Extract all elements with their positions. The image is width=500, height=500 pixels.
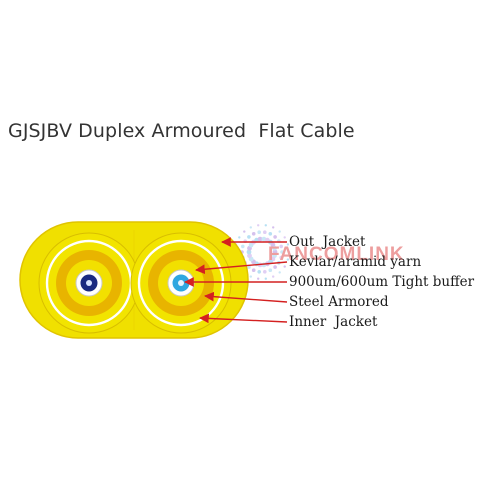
burst-dot xyxy=(246,249,252,255)
burst-dot xyxy=(241,244,245,249)
burst-dot xyxy=(278,230,281,233)
burst-dot xyxy=(249,275,252,278)
burst-dot xyxy=(257,224,260,227)
arrow-inner-jacket xyxy=(199,313,288,324)
burst-dot xyxy=(283,236,286,239)
burst-dot xyxy=(279,255,284,260)
burst-dot xyxy=(278,271,281,274)
callout-out-jacket: Out Jacket xyxy=(289,234,366,250)
burst-dot xyxy=(272,226,275,229)
callout-tight-buffer: 900um/600um Tight buffer xyxy=(289,274,475,290)
burst-dot xyxy=(264,277,267,280)
burst-dot xyxy=(268,268,273,273)
fiber-glass-right xyxy=(178,280,184,286)
arrow-steel-armored xyxy=(204,291,288,303)
burst-dot xyxy=(257,236,263,242)
burst-dot xyxy=(251,268,256,273)
burst-dot xyxy=(272,245,277,251)
burst-dot xyxy=(286,258,290,261)
burst-dot xyxy=(280,250,284,254)
burst-dot xyxy=(257,277,260,280)
fiber-unit-right xyxy=(130,232,232,334)
callout-steel-armored: Steel Armored xyxy=(289,294,389,310)
burst-dot xyxy=(249,226,252,229)
page-title: GJSJBV Duplex Armoured Flat Cable xyxy=(8,120,355,142)
fiber-unit-left xyxy=(38,232,140,334)
burst-dot xyxy=(279,244,284,249)
callout-inner-jacket: Inner Jacket xyxy=(289,314,378,330)
burst-dot xyxy=(251,232,256,236)
burst-dot xyxy=(273,265,277,269)
fiber-glass-left xyxy=(86,280,92,286)
watermark-text: FANCOMLINK xyxy=(268,244,405,265)
watermark-logo: FANCOMLINK xyxy=(233,224,405,280)
burst-dot xyxy=(283,265,286,268)
burst-dot xyxy=(272,275,275,278)
burst-dot xyxy=(247,253,252,259)
burst-dot xyxy=(286,243,290,246)
burst-dot xyxy=(272,249,278,255)
burst-dot xyxy=(247,265,251,269)
burst-dot xyxy=(257,230,262,234)
burst-dot xyxy=(243,230,246,233)
arrow-kevlar xyxy=(195,261,288,275)
burst-dot xyxy=(263,270,267,274)
steel-armor-right xyxy=(137,239,225,327)
burst-dot xyxy=(247,235,251,239)
burst-dot xyxy=(263,230,267,234)
callout-kevlar-yarn: Kevlar/aramid yarn xyxy=(289,254,422,270)
burst-dot xyxy=(238,236,241,239)
burst-dot xyxy=(287,250,291,254)
burst-dot xyxy=(268,232,273,236)
burst-dot xyxy=(273,235,277,239)
burst-dot xyxy=(257,270,262,274)
burst-dot xyxy=(264,224,267,227)
